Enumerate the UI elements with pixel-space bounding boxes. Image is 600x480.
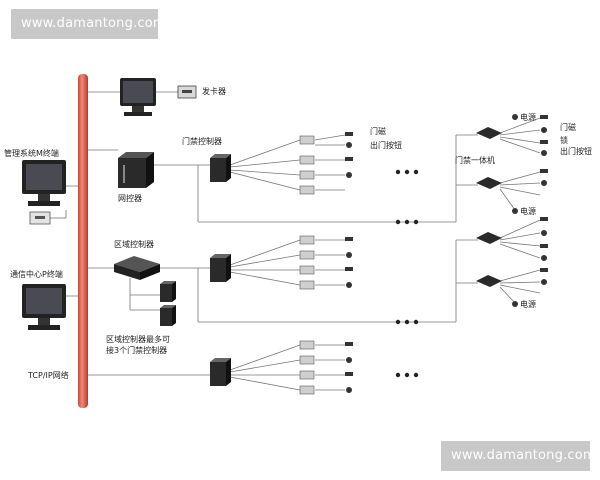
all-in-one-icons — [476, 127, 502, 287]
area-door-controller-icon — [160, 305, 176, 326]
label-comm-center: 通信中心P终端 — [10, 269, 63, 279]
watermark-bottom: www.damantong.com — [441, 441, 596, 471]
label-area-controller: 区域控制器 — [114, 239, 154, 249]
reader-icons — [299, 135, 315, 395]
monitor-icon — [120, 78, 156, 116]
label-power: 电源 — [520, 206, 536, 216]
label-door-magnet-2: 门磁 — [560, 122, 576, 132]
label-door-magnet: 门磁 — [370, 126, 386, 136]
label-card-issuer: 发卡器 — [202, 86, 226, 96]
door-controller-icon — [210, 358, 231, 386]
label-area-note: 接3个门禁控制器 — [106, 345, 167, 355]
monitor-icon — [22, 160, 66, 206]
label-tcpip: TCP/IP网络 — [27, 370, 69, 380]
tcpip-bus — [78, 74, 88, 408]
label-exit-button-2: 出门按钮 — [560, 146, 592, 156]
label-network-controller: 网控器 — [118, 193, 142, 203]
door-controller-icon — [210, 254, 231, 282]
label-management-terminal: 管理系统M终端 — [4, 148, 59, 158]
label-power: 电源 — [520, 112, 536, 122]
monitor-icon — [22, 284, 66, 330]
door-controller-icon — [210, 154, 231, 182]
label-lock: 锁 — [560, 135, 568, 145]
area-controller-icon — [114, 256, 160, 280]
area-door-controller-icon — [160, 281, 176, 302]
label-all-in-one: 门禁一体机 — [455, 155, 495, 165]
watermark-top: www.damantong.com — [11, 9, 166, 39]
label-area-note: 区域控制器最多可 — [106, 334, 170, 344]
ellipsis-dots — [395, 169, 419, 378]
network-controller-icon — [118, 152, 154, 188]
door-device-icons — [345, 114, 548, 393]
label-power: 电源 — [520, 299, 536, 309]
label-door-controller: 门禁控制器 — [182, 136, 222, 146]
label-exit-button: 出门按钮 — [370, 140, 402, 150]
